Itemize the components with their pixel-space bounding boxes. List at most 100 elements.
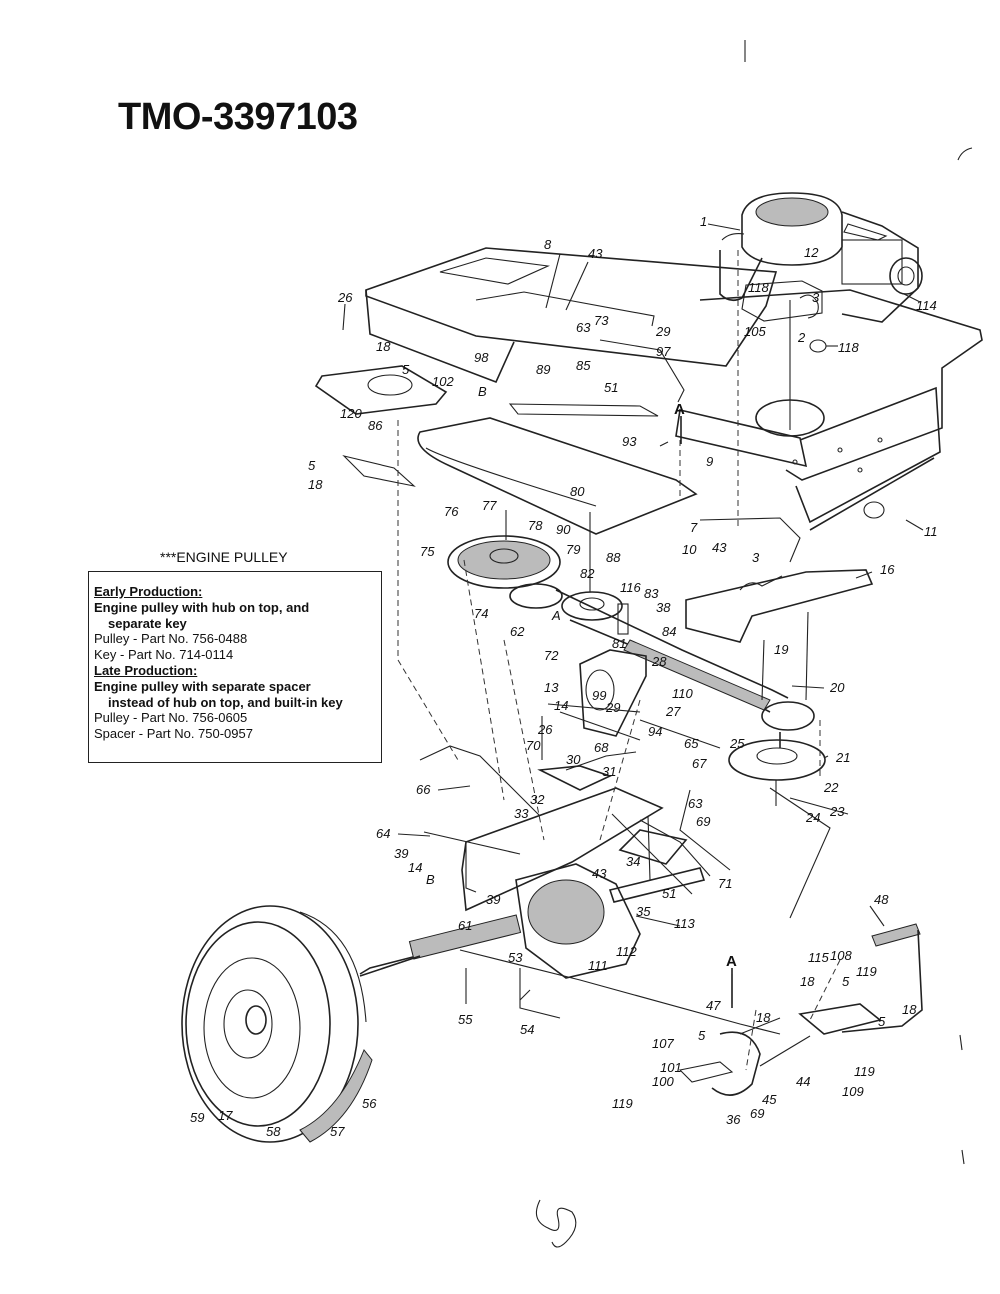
callout: 39 [394, 846, 408, 861]
early-pulley-part: Pulley - Part No. 756-0488 [94, 631, 248, 647]
callout: 56 [362, 1096, 377, 1111]
callout: 13 [544, 680, 559, 695]
callout: 64 [376, 826, 390, 841]
callout: A [674, 401, 685, 418]
callout: 5 [842, 974, 850, 989]
page-title: TMO-3397103 [118, 96, 358, 138]
callout: 101 [660, 1060, 682, 1075]
callout: 51 [662, 886, 676, 901]
callout: 71 [718, 876, 732, 891]
callout: 26 [337, 290, 353, 305]
callout: 32 [530, 792, 545, 807]
callout: 63 [688, 796, 703, 811]
callout: 65 [684, 736, 699, 751]
callout: 23 [829, 804, 845, 819]
callout: 94 [648, 724, 662, 739]
callout: 35 [636, 904, 651, 919]
callout: 54 [520, 1022, 534, 1037]
callout: 79 [566, 542, 580, 557]
callout: 98 [474, 350, 489, 365]
callout: 72 [544, 648, 559, 663]
callout: 3 [812, 290, 820, 305]
callout: 77 [482, 498, 497, 513]
early-desc-2: separate key [108, 615, 187, 631]
callout: 97 [656, 344, 671, 359]
callout: 3 [752, 550, 760, 565]
early-desc-1: Engine pulley with hub on top, and [94, 599, 310, 615]
callout: 119 [856, 964, 877, 979]
callout: 80 [570, 484, 585, 499]
callout: 74 [474, 606, 488, 621]
callout: 2 [797, 330, 806, 345]
pulley-assembly [447, 510, 826, 806]
arrow-a [680, 416, 733, 1008]
signature-mark [535, 1199, 577, 1248]
callout: 24 [805, 810, 820, 825]
callout: 90 [556, 522, 571, 537]
callout: 59 [190, 1110, 204, 1125]
callout: 105 [744, 324, 766, 339]
callout: 69 [696, 814, 710, 829]
callout: 66 [416, 782, 431, 797]
callout: 8 [544, 237, 552, 252]
callout: 20 [829, 680, 845, 695]
callout: 73 [594, 313, 609, 328]
callout: 29 [605, 700, 620, 715]
running-board [417, 403, 698, 535]
callout: 45 [762, 1092, 777, 1107]
callout: 109 [842, 1084, 864, 1099]
callout: 11 [924, 524, 938, 539]
callout: 12 [804, 245, 819, 260]
callout: 43 [592, 866, 607, 881]
callout: 14 [554, 698, 568, 713]
callout: 18 [800, 974, 815, 989]
callout: 102 [432, 374, 454, 389]
late-spacer-part: Spacer - Part No. 750-0957 [94, 726, 253, 742]
callout: 55 [458, 1012, 473, 1027]
callout: 21 [835, 750, 850, 765]
callout: 84 [662, 624, 676, 639]
callout: 28 [651, 654, 667, 669]
callout: 43 [588, 246, 603, 261]
early-key-part: Key - Part No. 714-0114 [94, 647, 234, 663]
callout: 75 [420, 544, 435, 559]
callout: 17 [218, 1108, 233, 1123]
callout: 110 [672, 686, 693, 701]
callout: 5 [402, 362, 410, 377]
callout: 115 [808, 950, 829, 965]
idler-bracket [547, 649, 721, 749]
callout: 18 [308, 477, 323, 492]
note-heading: ***ENGINE PULLEY [160, 549, 288, 565]
callout: 10 [682, 542, 697, 557]
late-desc-2: instead of hub on top, and built-in key [108, 694, 343, 710]
callout: 108 [830, 948, 852, 963]
late-pulley-part: Pulley - Part No. 756-0605 [94, 710, 248, 726]
callout: A [551, 608, 561, 623]
callout: 99 [592, 688, 606, 703]
callout: 19 [774, 642, 788, 657]
bracket [685, 569, 874, 643]
callout: 70 [526, 738, 541, 753]
callout: 93 [622, 434, 637, 449]
callout: 31 [602, 764, 616, 779]
callout: 112 [616, 944, 637, 959]
callout: 33 [514, 806, 529, 821]
callout: 100 [652, 1074, 674, 1089]
callout: 82 [580, 566, 595, 581]
callout: 61 [458, 918, 472, 933]
callout: 68 [594, 740, 609, 755]
callout: 5 [308, 458, 316, 473]
callout: 43 [712, 540, 727, 555]
late-desc-1: Engine pulley with separate spacer [94, 678, 311, 694]
callout: 27 [665, 704, 681, 719]
callout: A [726, 953, 737, 970]
callout: 69 [750, 1106, 764, 1121]
callout: 26 [537, 722, 553, 737]
callout: 107 [652, 1036, 674, 1051]
callout: 18 [376, 339, 391, 354]
rear-wheel [181, 905, 373, 1143]
callout: 7 [690, 520, 698, 535]
callout: 76 [444, 504, 459, 519]
callout: 116 [620, 580, 641, 595]
